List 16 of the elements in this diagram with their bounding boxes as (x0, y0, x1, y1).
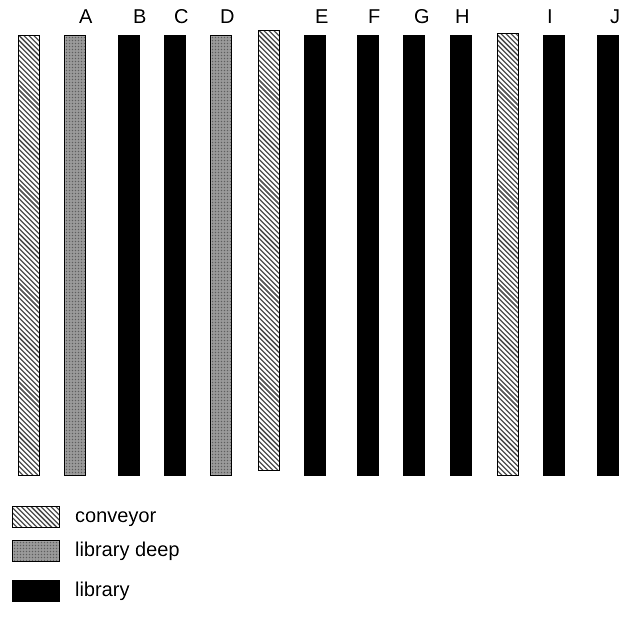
legend-label: conveyor (75, 504, 156, 528)
rack-label: D (220, 6, 234, 28)
rack-label: H (455, 6, 470, 28)
conveyor-bar (497, 33, 519, 476)
conveyor-bar (18, 35, 40, 476)
rack-label: G (414, 6, 430, 28)
legend-label: library (75, 578, 130, 602)
rack-label: C (174, 6, 188, 28)
rack-label: B (133, 6, 146, 28)
rack-label: J (610, 6, 620, 28)
rack-label: E (315, 6, 328, 28)
conveyor-bar (258, 30, 280, 471)
rack-label: A (79, 6, 92, 28)
legend-label: library deep (75, 538, 180, 562)
rack-label: I (547, 6, 553, 28)
rack-label: F (368, 6, 380, 28)
